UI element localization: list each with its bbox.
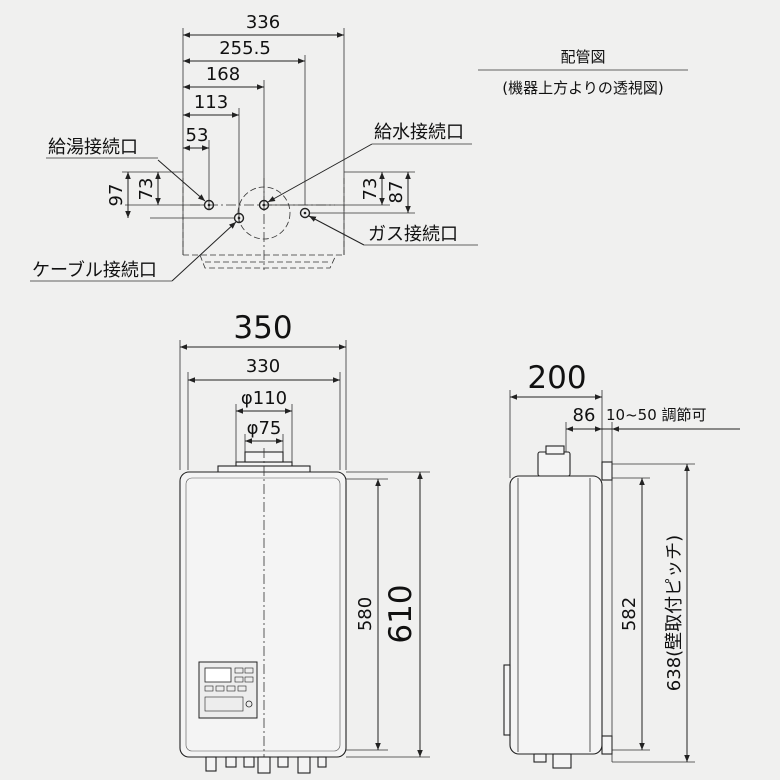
side-dim-86: 86 (573, 405, 596, 426)
dim-113: 113 (194, 92, 228, 113)
front-height-610: 610 (383, 584, 419, 643)
side-depth-200: 200 (527, 360, 586, 396)
side-pitch-638: 638(壁取付ピッチ) (664, 535, 685, 691)
front-view: 350 330 φ110 φ75 (179, 310, 430, 774)
side-housing (509, 475, 603, 755)
front-height-580: 580 (355, 597, 376, 631)
dim-97: 97 (106, 184, 127, 207)
piping-subtitle: (機器上方よりの透視図) (502, 79, 663, 97)
side-adjust: 10~50 調節可 (606, 406, 707, 424)
display-screen (204, 667, 232, 683)
bottom-fittings (205, 756, 327, 774)
front-width-350: 350 (233, 310, 292, 346)
side-view: 200 86 10~50 調節可 582 638(壁 (503, 360, 740, 769)
label-gas-port: ガス接続口 (368, 224, 458, 245)
piping-title: 配管図 (560, 48, 605, 66)
label-hot-water-port: 給湯接続口 (48, 137, 138, 158)
side-height-582: 582 (619, 597, 640, 631)
dim-255-5: 255.5 (219, 38, 271, 59)
dim-168: 168 (206, 64, 240, 85)
dim-73-right: 73 (360, 178, 381, 201)
dim-53: 53 (186, 125, 209, 146)
gas-port (299, 207, 311, 219)
dim-336: 336 (246, 12, 280, 33)
front-width-330: 330 (246, 356, 280, 377)
dim-87: 87 (386, 181, 407, 204)
label-water-port: 給水接続口 (374, 122, 464, 143)
front-phi75: φ75 (247, 418, 282, 439)
piping-plan: 336 255.5 168 113 53 97 73 (30, 12, 688, 282)
dim-73-left: 73 (136, 178, 157, 201)
front-phi110: φ110 (241, 388, 287, 409)
label-cable-port: ケーブル接続口 (32, 259, 157, 281)
